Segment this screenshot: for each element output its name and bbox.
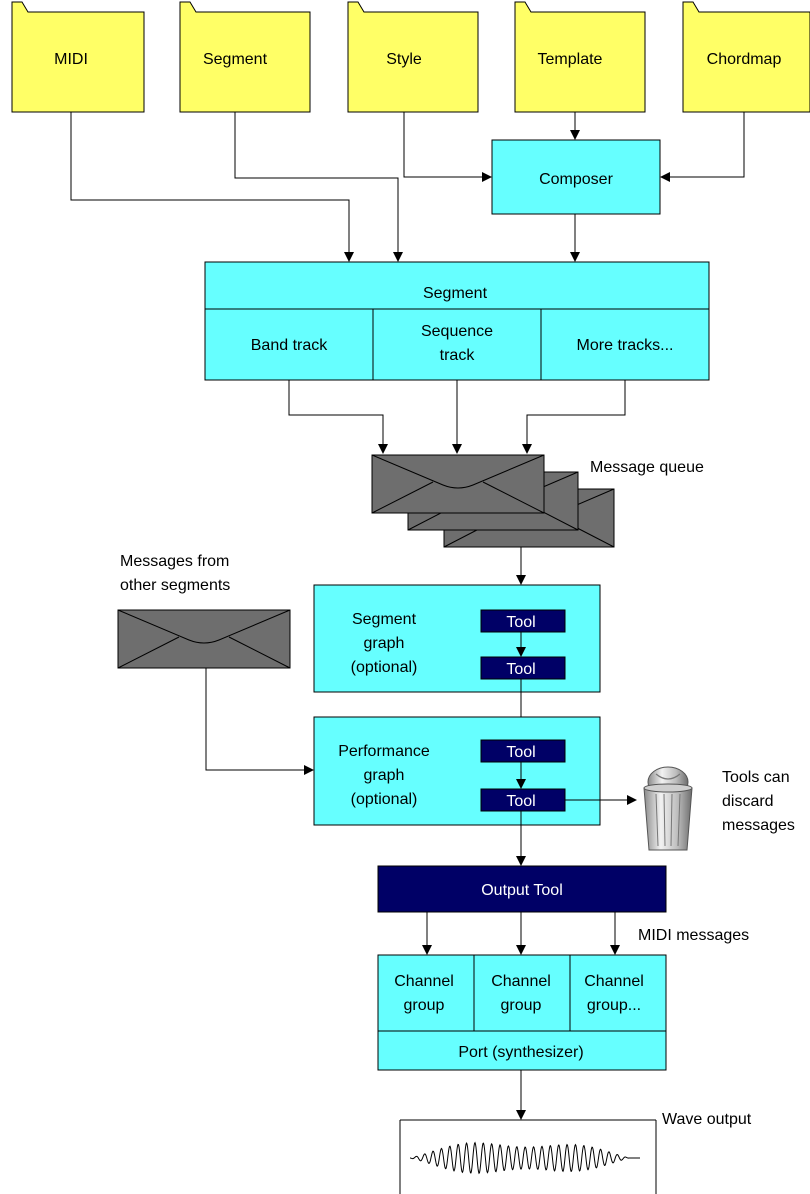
- folder-template: Template: [514, 1, 646, 113]
- arrow-style-composer: [403, 112, 492, 182]
- envelope-icon: [117, 609, 291, 669]
- waveform: [410, 1141, 640, 1175]
- performance-graph-label: (optional): [351, 791, 418, 808]
- discard-label: messages: [722, 817, 795, 834]
- band-track-label: Band track: [251, 337, 328, 354]
- discard-label: discard: [722, 793, 774, 810]
- channel-group-label: Channel: [491, 973, 551, 990]
- tool-box: Tool: [480, 739, 566, 763]
- arrow-segmentfile-segment: [234, 112, 403, 262]
- tool-label: Tool: [506, 661, 535, 678]
- tool-box: Tool: [480, 609, 566, 633]
- channel-group-label: group...: [587, 997, 641, 1014]
- tool-label: Tool: [506, 614, 535, 631]
- segment-graph-label: graph: [364, 635, 405, 652]
- other-segments-label: other segments: [120, 577, 230, 594]
- port-label: Port (synthesizer): [458, 1044, 583, 1061]
- message-queue-label: Message queue: [590, 459, 704, 476]
- port-box: Channel group Channel group Channel grou…: [377, 954, 667, 1071]
- sequence-track-label: track: [440, 347, 476, 364]
- performance-graph-box: Performance graph (optional) Tool Tool: [313, 716, 601, 826]
- segment-graph-box: Segment graph (optional) Tool Tool: [313, 584, 601, 693]
- folder-label: MIDI: [54, 51, 88, 68]
- more-tracks-label: More tracks...: [577, 337, 674, 354]
- performance-graph-label: Performance: [338, 743, 430, 760]
- arrow-chordmap-composer: [660, 112, 745, 182]
- envelope-icon: [371, 454, 545, 514]
- sequence-track-label: Sequence: [421, 323, 493, 340]
- discard-label: Tools can: [722, 769, 790, 786]
- arrow-more-queue: [522, 380, 626, 454]
- tool-box: Tool: [480, 656, 566, 680]
- other-segments-label: Messages from: [120, 553, 229, 570]
- composer-box: Composer: [491, 139, 661, 215]
- tool-label: Tool: [506, 744, 535, 761]
- trash-can-icon: [643, 766, 693, 851]
- channel-group-label: group: [501, 997, 542, 1014]
- wave-output-box: [399, 1119, 657, 1194]
- channel-group-label: group: [404, 997, 445, 1014]
- channel-group-label: Channel: [394, 973, 454, 990]
- channel-group-label: Channel: [584, 973, 644, 990]
- performance-graph-label: graph: [364, 767, 405, 784]
- folder-label: Template: [538, 51, 603, 68]
- tool-label: Tool: [506, 793, 535, 810]
- arrow-other-performance: [205, 668, 314, 775]
- wave-output-label: Wave output: [662, 1111, 752, 1128]
- folder-style: Style: [347, 1, 479, 113]
- tool-box: Tool: [480, 788, 566, 812]
- arrow-band-queue: [288, 380, 388, 454]
- segment-box: Segment Band track Sequence track More t…: [204, 261, 710, 381]
- segment-graph-label: Segment: [352, 611, 417, 628]
- output-tool-label: Output Tool: [481, 882, 563, 899]
- output-tool-box: Output Tool: [377, 865, 667, 913]
- folder-midi: MIDI: [11, 1, 145, 113]
- folder-label: Style: [386, 51, 422, 68]
- folder-label: Chordmap: [707, 51, 782, 68]
- segment-graph-label: (optional): [351, 659, 418, 676]
- folder-label: Segment: [203, 51, 268, 68]
- arrow-midi-segment: [70, 112, 354, 262]
- message-queue-envelopes: [371, 454, 615, 548]
- folder-chordmap: Chordmap: [682, 1, 810, 113]
- midi-messages-label: MIDI messages: [638, 927, 749, 944]
- composer-label: Composer: [539, 171, 613, 188]
- segment-title: Segment: [423, 285, 488, 302]
- folder-segment: Segment: [179, 1, 311, 113]
